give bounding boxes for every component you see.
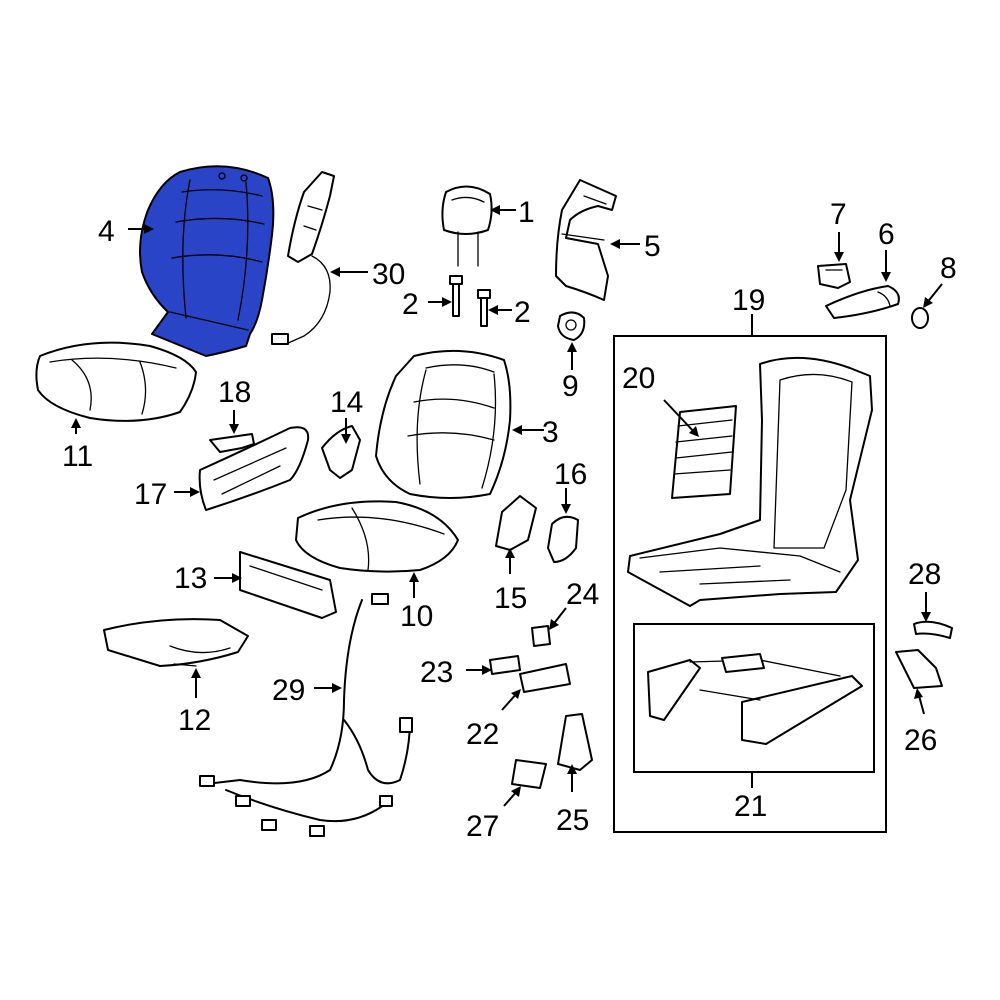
callout-25[interactable]: 25 [556,804,589,837]
callout-19[interactable]: 19 [732,284,765,317]
part-14-bracket[interactable] [321,425,361,479]
callout-29[interactable]: 29 [272,674,305,707]
callout-21[interactable]: 21 [734,790,767,823]
part-30-side-bracket-harness[interactable] [271,171,335,345]
part-17-side-trim[interactable] [198,426,310,511]
callout-2-left[interactable]: 2 [402,288,419,321]
callout-8[interactable]: 8 [940,252,957,285]
callout-5[interactable]: 5 [644,230,661,263]
callout-30[interactable]: 30 [372,258,405,291]
callout-26[interactable]: 26 [904,724,937,757]
part-25-bracket[interactable] [557,713,593,771]
callout-labels: 1 2 2 3 4 5 6 7 8 9 10 11 12 13 14 15 16… [62,196,957,843]
part-12-heater-mat[interactable] [103,618,249,667]
part-13-trim-panel[interactable] [239,551,337,619]
part-7-switch[interactable] [817,263,851,289]
part-15-bracket[interactable] [495,495,537,551]
group-19-border [613,335,887,833]
part-27-cover[interactable] [511,759,547,789]
callout-15[interactable]: 15 [494,582,527,615]
callout-13[interactable]: 13 [174,562,207,595]
callout-22[interactable]: 22 [466,718,499,751]
group-21-seat-track-box [633,623,875,773]
leader-lines [71,205,943,807]
part-19-seat-frame[interactable] [627,356,873,607]
part-20-spring-mat[interactable] [671,405,737,499]
part-1-headrest[interactable] [441,185,493,267]
callout-23[interactable]: 23 [420,656,453,689]
part-8-clip[interactable] [911,307,929,329]
callout-10[interactable]: 10 [400,600,433,633]
callout-27[interactable]: 27 [466,810,499,843]
callout-20[interactable]: 20 [622,362,655,395]
callout-7[interactable]: 7 [830,198,847,231]
callout-17[interactable]: 17 [134,478,167,511]
part-26-cover[interactable] [895,649,943,689]
part-21-seat-track[interactable] [647,653,863,745]
callout-18[interactable]: 18 [218,376,251,409]
part-5-back-panel[interactable] [555,179,617,301]
callout-16[interactable]: 16 [554,458,587,491]
part-22-module[interactable] [519,663,571,693]
callout-14[interactable]: 14 [330,386,363,419]
part-29-wire-harness[interactable] [199,593,413,837]
callout-4[interactable]: 4 [98,215,115,248]
part-10-seat-cushion-pad[interactable] [295,500,459,573]
part-24-clip[interactable] [531,625,551,647]
callout-1[interactable]: 1 [518,196,535,229]
part-9-knob[interactable] [557,311,586,341]
part-4-cover-shape [139,165,275,357]
part-2-headrest-guide-left[interactable] [449,275,463,317]
group-19-seat-frame-box [613,335,887,833]
group-21-border [633,623,875,773]
part-6-lever-cover[interactable] [825,285,900,319]
part-3-seat-back-pad[interactable] [375,349,512,499]
callout-2-right[interactable]: 2 [514,296,531,329]
callout-24[interactable]: 24 [566,578,599,611]
part-18-bracket[interactable] [209,433,255,453]
callout-28[interactable]: 28 [908,558,941,591]
callout-12[interactable]: 12 [178,704,211,737]
part-11-cushion-cover[interactable] [35,341,197,422]
part-4-seat-back-cover[interactable] [139,165,275,357]
part-16-cover[interactable] [547,515,579,563]
part-23-connector[interactable] [489,655,521,675]
callout-11[interactable]: 11 [62,440,93,473]
callout-6[interactable]: 6 [878,218,895,251]
part-2-headrest-guide-right[interactable] [477,289,491,327]
part-28-handle[interactable] [913,620,953,639]
callout-3[interactable]: 3 [542,416,559,449]
callout-9[interactable]: 9 [562,370,579,403]
